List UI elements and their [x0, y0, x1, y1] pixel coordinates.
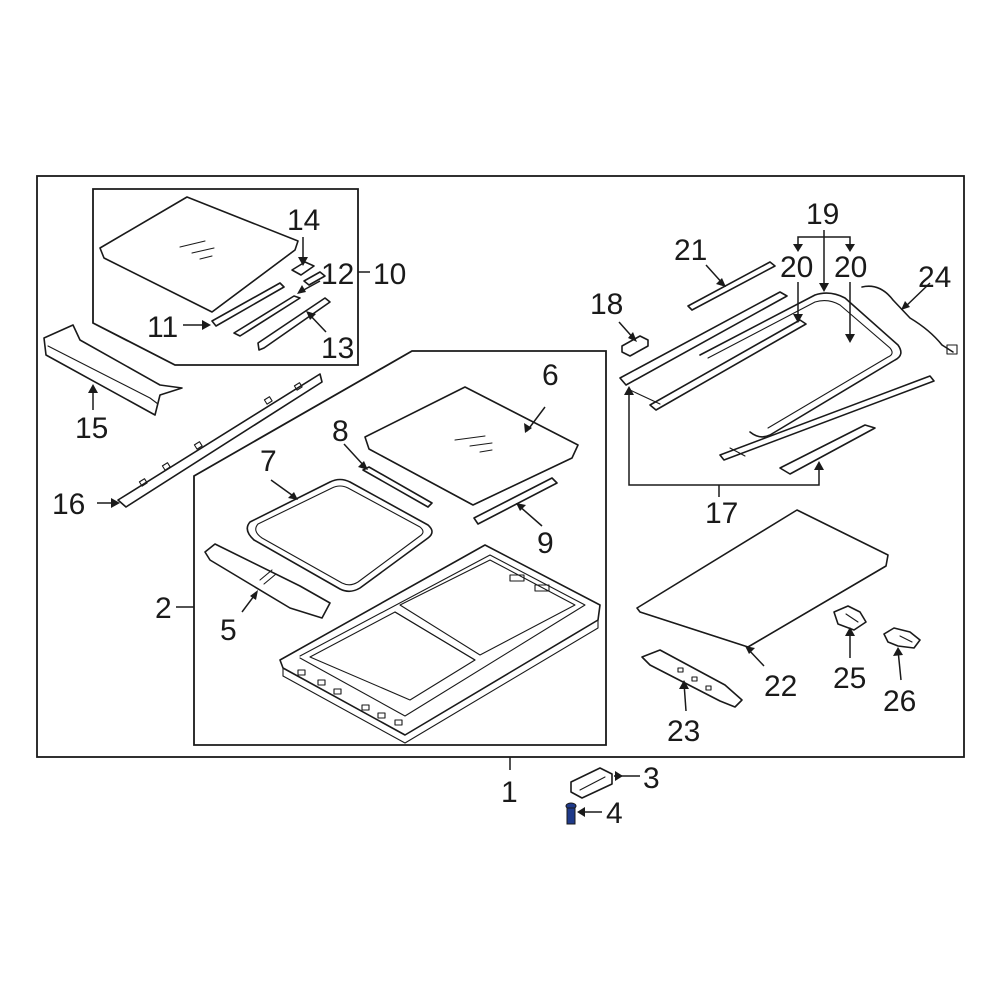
callout-26: 26: [883, 685, 916, 718]
seal-strip-21: [687, 261, 776, 311]
glass-panel-6: [364, 386, 579, 506]
callout-20b: 20: [834, 251, 867, 284]
callout-22: 22: [764, 670, 797, 703]
seal-strip-11: [211, 282, 285, 327]
rail-12: [233, 295, 301, 337]
sensor-26: [883, 627, 921, 649]
rail-9: [473, 477, 558, 525]
callout-25: 25: [833, 662, 866, 695]
harness-clip-24: [946, 344, 958, 355]
callout-2: 2: [155, 592, 172, 625]
callout-10: 10: [373, 258, 406, 291]
seal-ring-7: [246, 478, 433, 593]
callout-16: 16: [52, 488, 85, 521]
rail-23: [641, 649, 743, 708]
callout-5: 5: [220, 614, 237, 647]
callout-21: 21: [674, 234, 707, 267]
callout-15: 15: [75, 412, 108, 445]
callout-24: 24: [918, 261, 951, 294]
callout-11: 11: [147, 311, 178, 344]
clip-14: [291, 261, 315, 276]
callout-7: 7: [260, 445, 277, 478]
callout-19: 19: [806, 198, 839, 231]
callout-9: 9: [537, 527, 554, 560]
callout-8: 8: [332, 415, 349, 448]
stopper-18: [621, 335, 649, 357]
callout-23: 23: [667, 715, 700, 748]
callout-1: 1: [501, 776, 518, 809]
callout-20a: 20: [780, 251, 813, 284]
leader-24: [903, 282, 931, 309]
sunroof-frame-2: [279, 544, 601, 744]
motor-25: [833, 605, 867, 631]
callout-4: 4: [606, 797, 623, 830]
callout-18: 18: [590, 288, 623, 321]
callout-17: 17: [705, 497, 738, 530]
guide-rails-17: [619, 291, 935, 475]
glass-panel-10: [99, 196, 299, 313]
drain-hose-24: [861, 285, 954, 353]
deflector-5: [204, 543, 331, 619]
deflector-15: [43, 324, 183, 416]
callout-6: 6: [542, 359, 559, 392]
outer-frame: [36, 175, 965, 758]
callout-14: 14: [287, 204, 320, 237]
bolt-4: [565, 802, 577, 825]
callout-3: 3: [643, 762, 660, 795]
seal-loop-19: [699, 292, 902, 438]
inset-box-10: [92, 188, 359, 366]
side-rail-16: [117, 373, 323, 508]
bracket-17: [628, 390, 820, 486]
bracket-3: [570, 767, 613, 799]
inset-box-2: [193, 350, 607, 746]
callout-13: 13: [321, 332, 354, 365]
rail-13: [257, 297, 331, 351]
callout-12: 12: [321, 258, 354, 291]
